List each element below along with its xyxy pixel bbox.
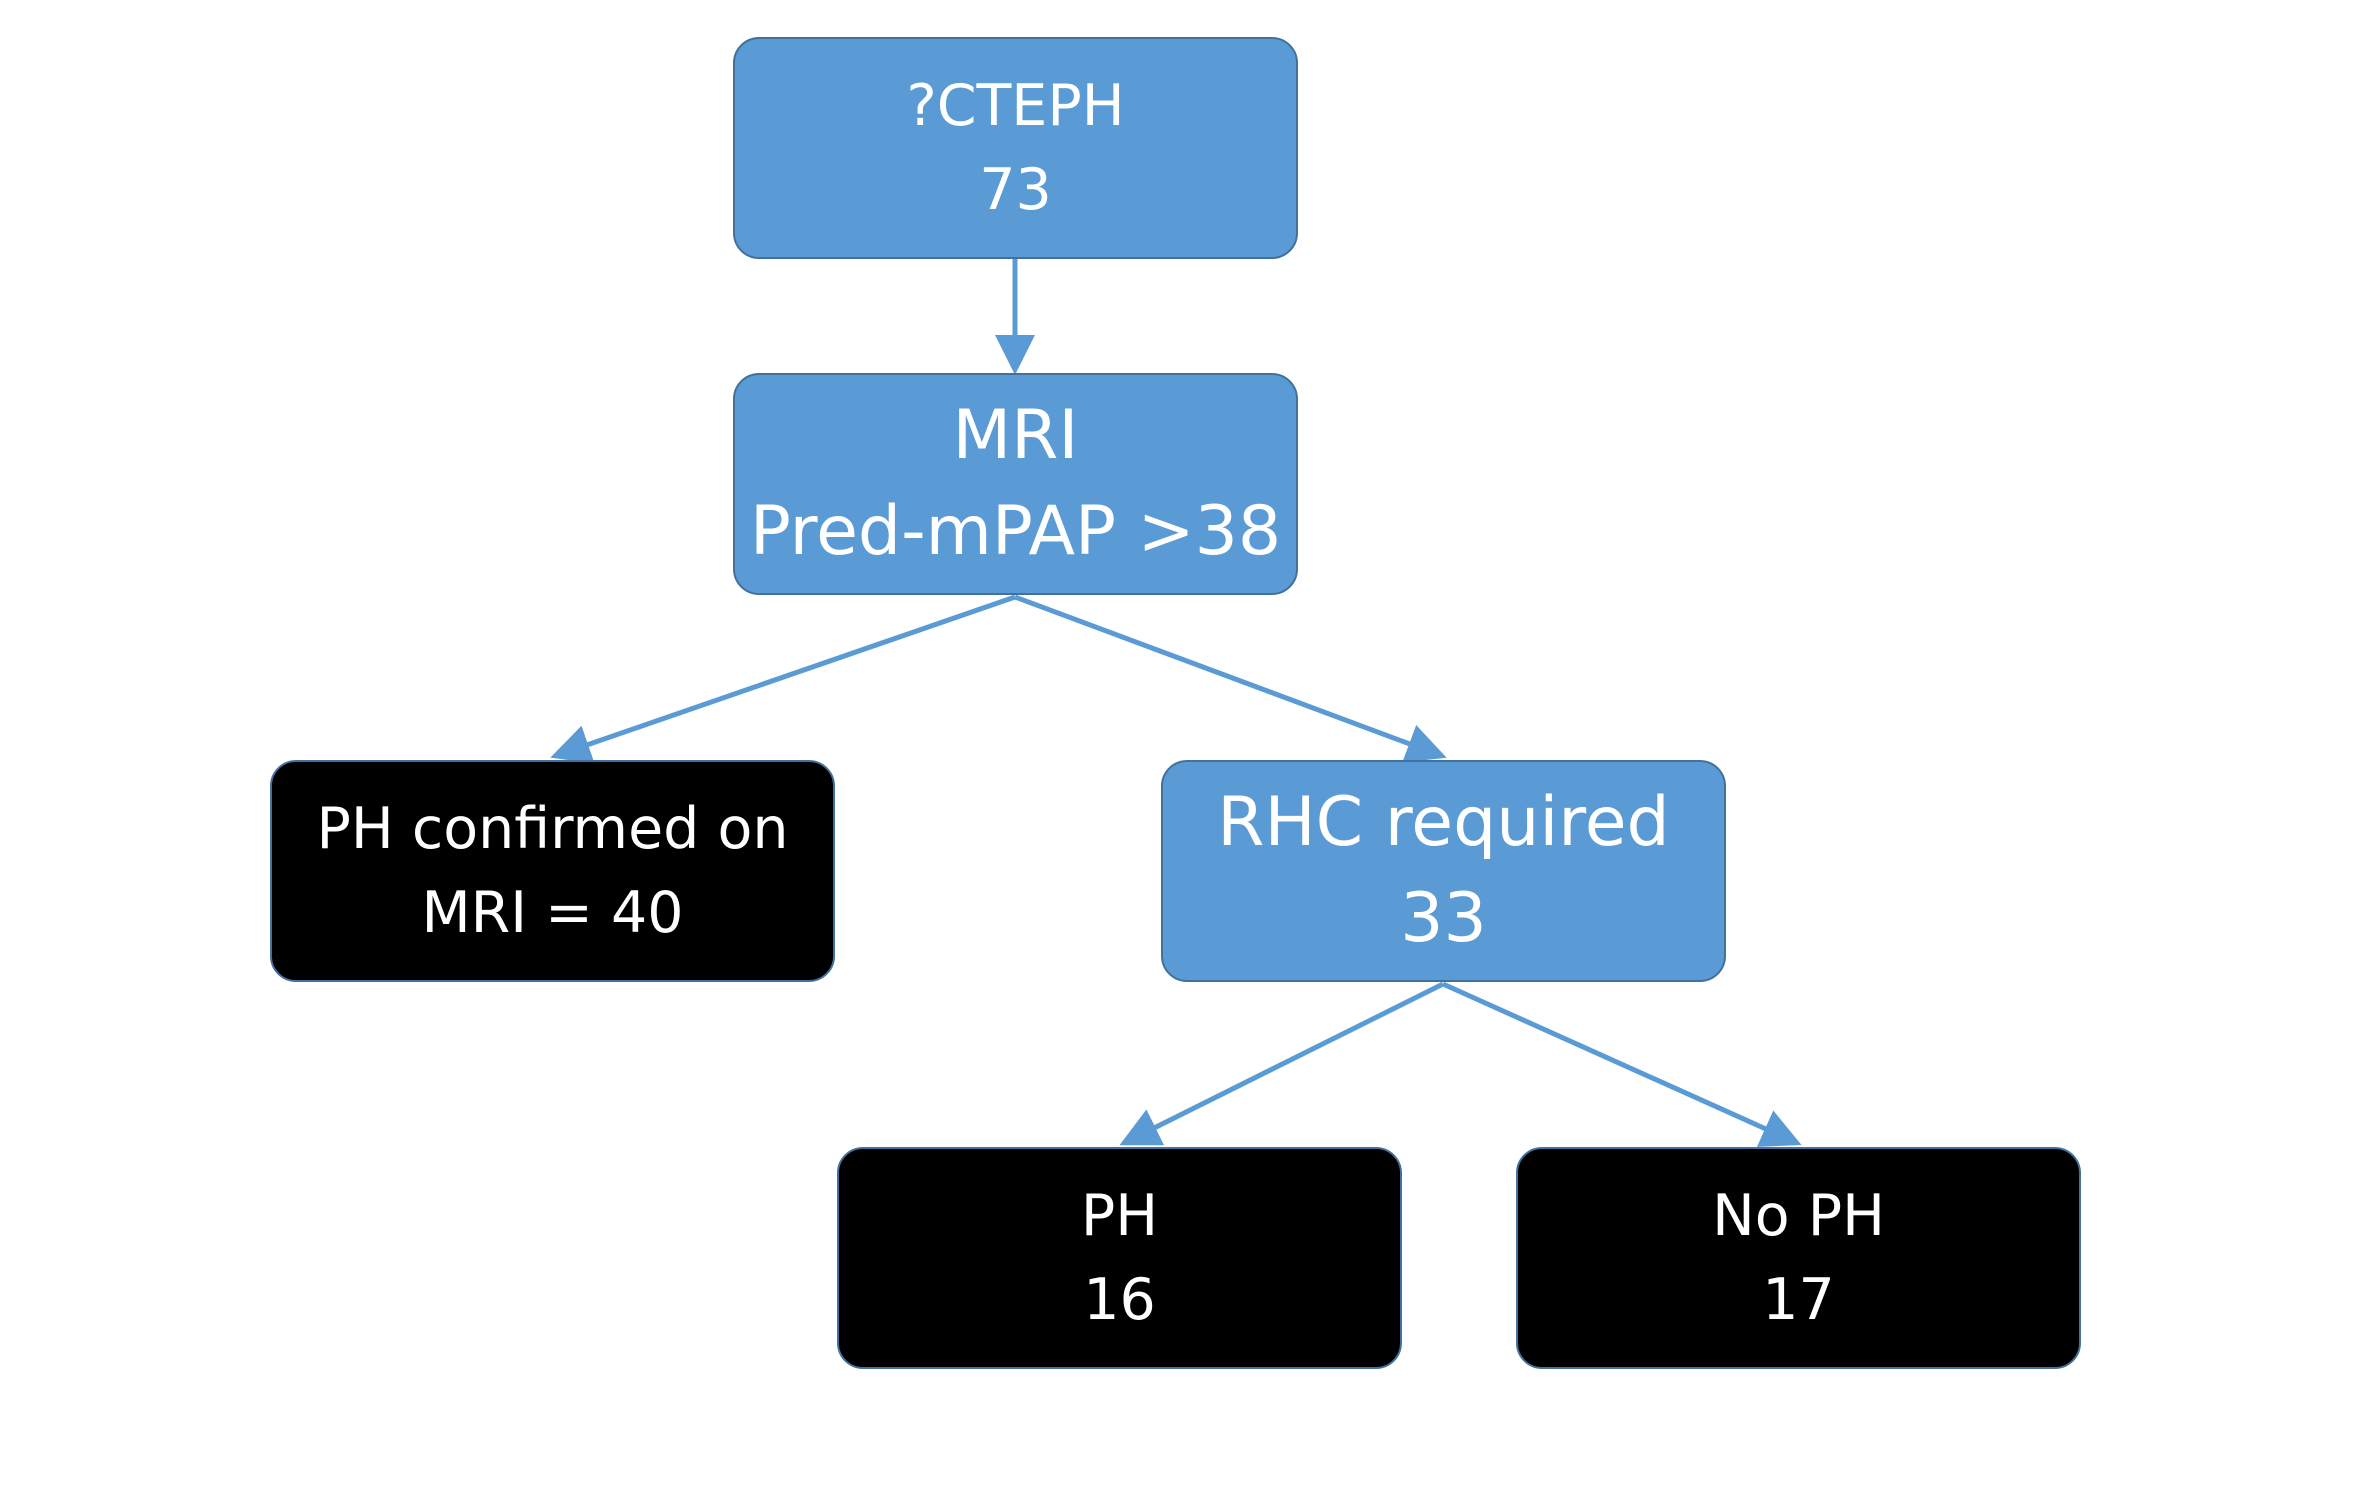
node-cteph-count: 73 [979, 157, 1052, 223]
node-cteph-label: ?CTEPH [906, 73, 1125, 139]
node-ph-confirmed-count: MRI = 40 [421, 880, 684, 946]
node-rhc-required: RHC required 33 [1161, 760, 1726, 982]
node-ph-label: PH [1080, 1183, 1159, 1249]
arrow-rhc-to-ph [1119, 981, 1445, 1146]
node-ph: PH 16 [837, 1147, 1402, 1369]
arrow-rhc-to-no-ph [1441, 981, 1802, 1147]
node-no-ph-count: 17 [1762, 1267, 1835, 1333]
arrow-mri-to-ph-confirmed [550, 594, 1016, 764]
node-rhc-count: 33 [1400, 879, 1487, 958]
node-ph-count: 16 [1083, 1267, 1156, 1333]
node-cteph: ?CTEPH 73 [733, 37, 1298, 259]
node-mri: MRI Pred-mPAP >38 [733, 373, 1298, 595]
node-ph-confirmed-on-mri: PH confirmed on MRI = 40 [270, 760, 835, 982]
node-mri-threshold: Pred-mPAP >38 [749, 492, 1282, 571]
node-rhc-label: RHC required [1217, 783, 1670, 862]
arrow-mri-to-rhc-required [1014, 594, 1447, 763]
node-mri-label: MRI [952, 396, 1079, 475]
node-no-ph: No PH 17 [1516, 1147, 2081, 1369]
node-ph-confirmed-label: PH confirmed on [316, 796, 789, 862]
node-no-ph-label: No PH [1712, 1183, 1885, 1249]
